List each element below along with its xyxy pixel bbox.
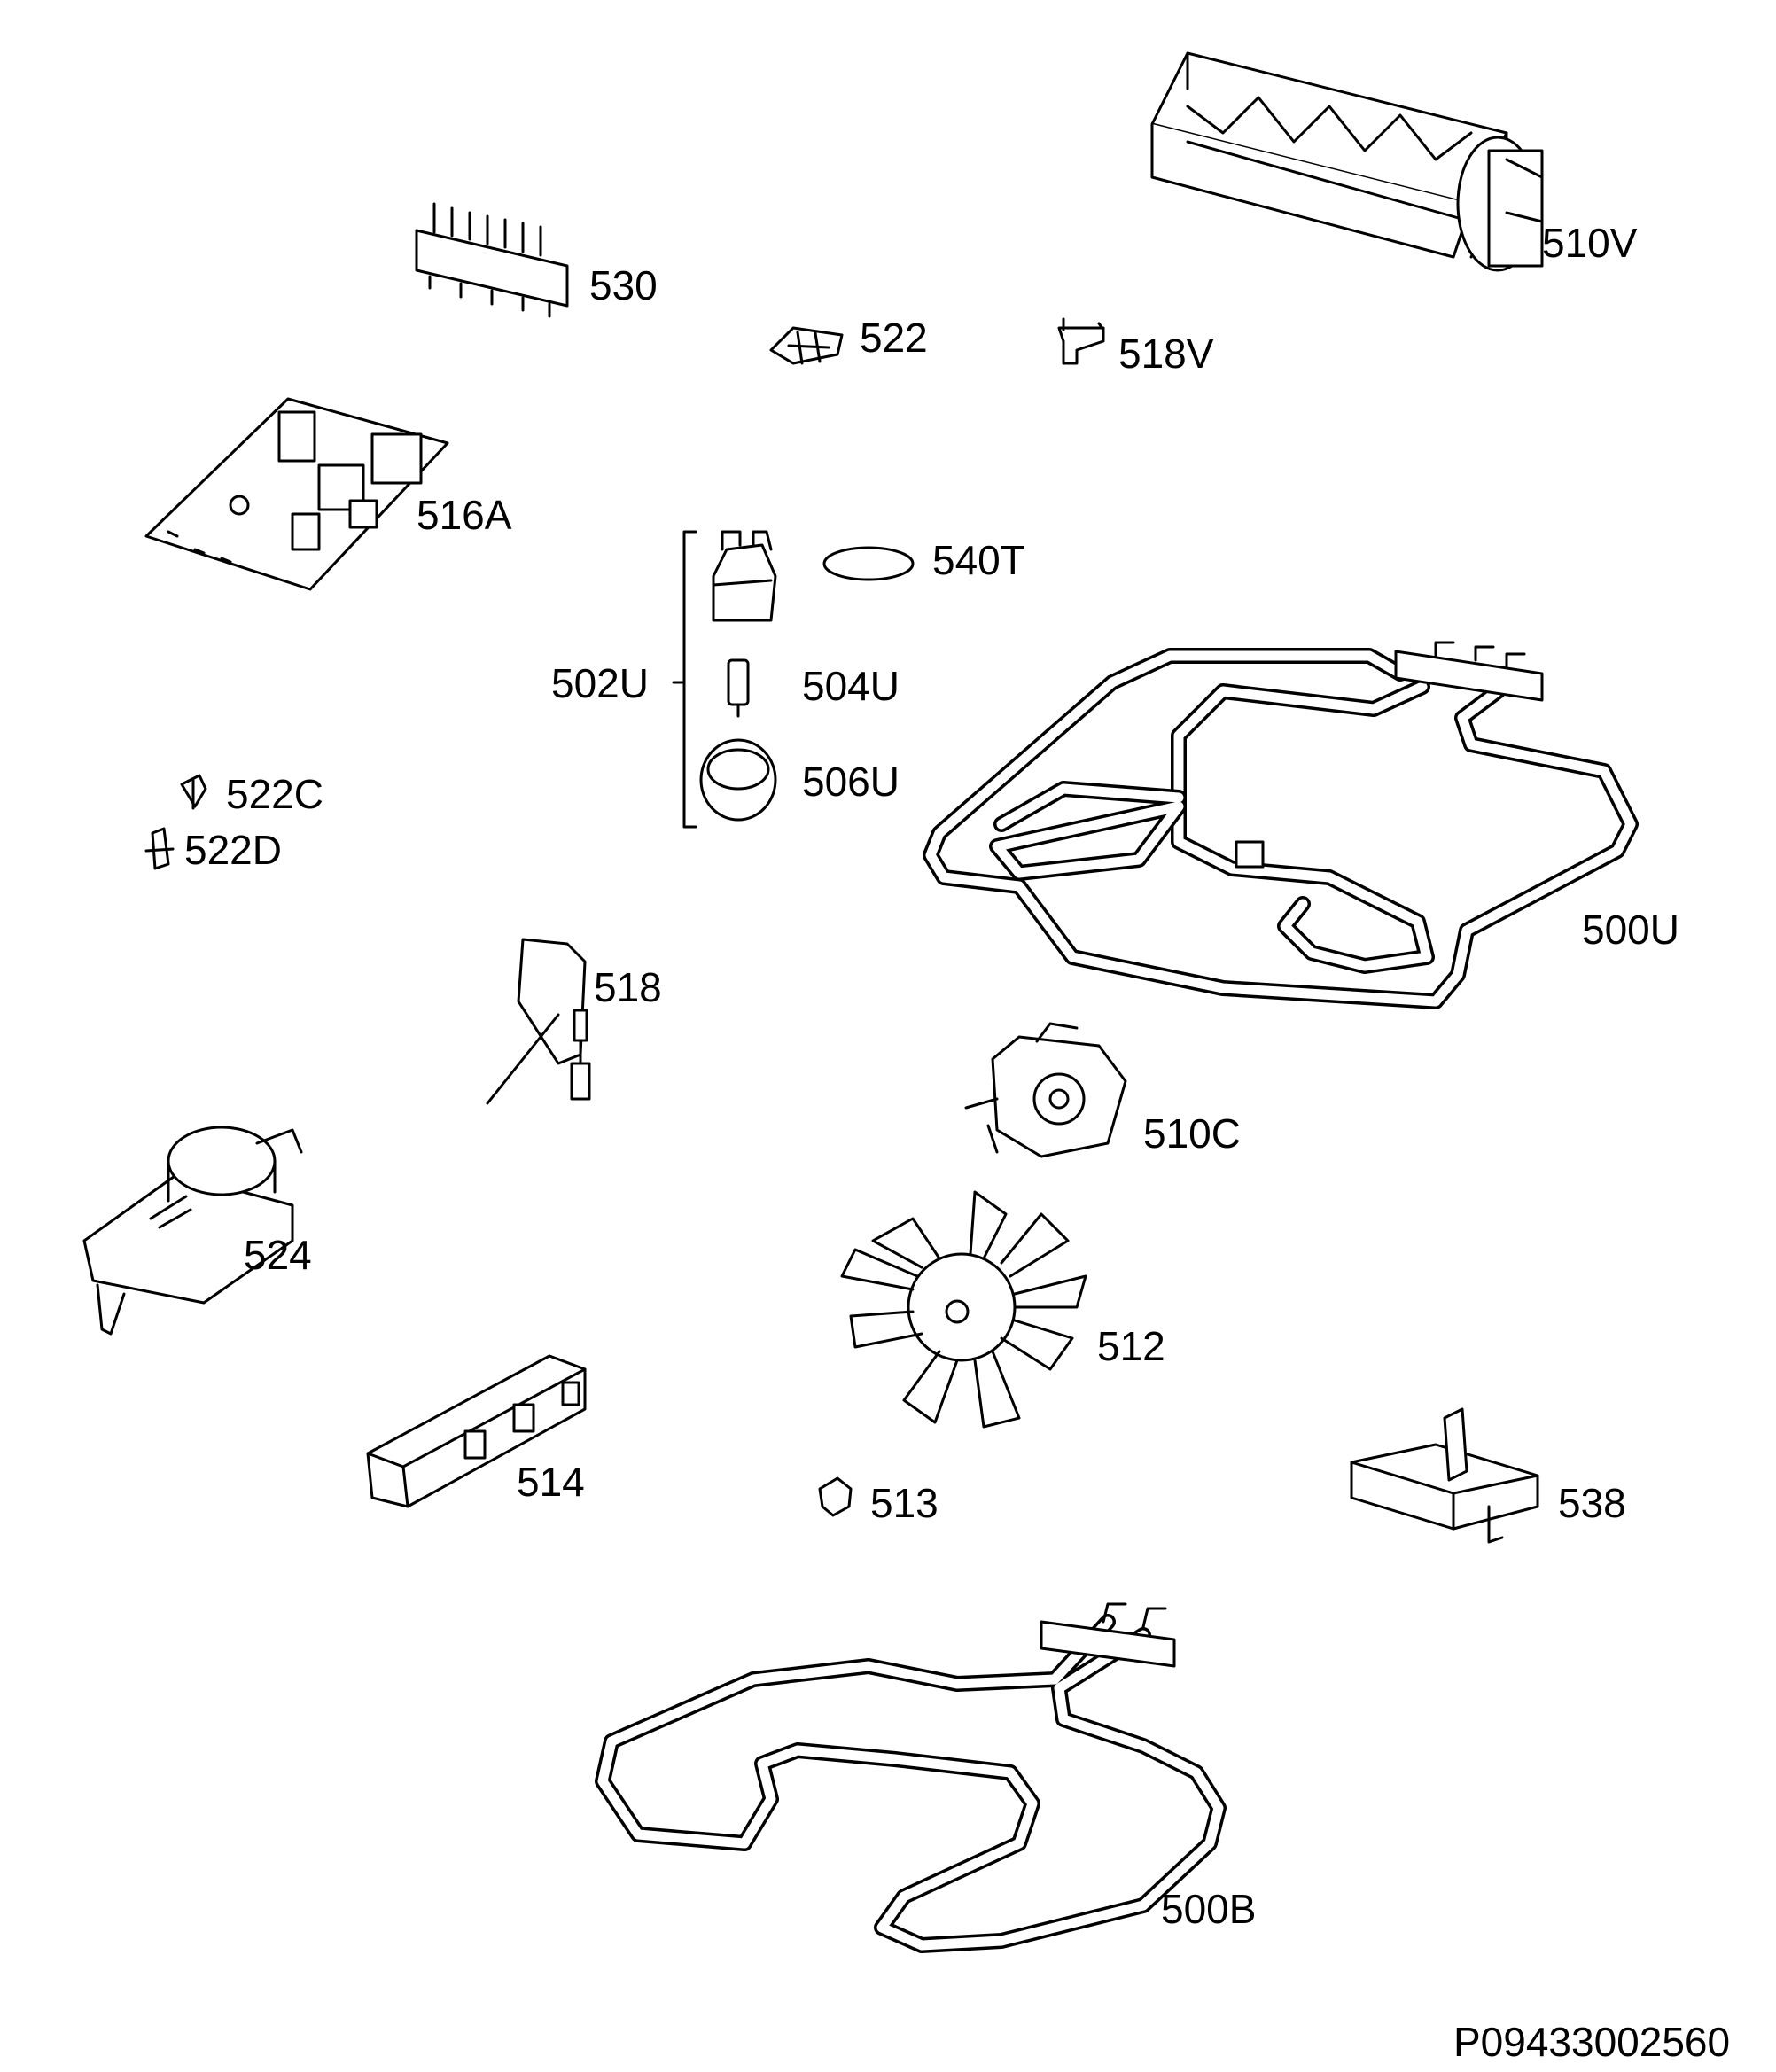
label-512: 512: [1097, 1323, 1165, 1369]
label-522C: 522C: [226, 771, 323, 817]
label-522D: 522D: [184, 827, 282, 873]
part-522C-fastener: [180, 774, 207, 810]
part-518-temp-sensor: [486, 938, 591, 1105]
part-504U-lamp: [727, 658, 750, 718]
part-513-fan-nut: [818, 1476, 853, 1517]
part-518V-clip: [1057, 317, 1105, 365]
part-530-terminal-block: [415, 202, 569, 318]
part-524-door-lock: [82, 1126, 303, 1336]
part-538-bracket: [1350, 1407, 1539, 1544]
part-500B-bottom-element: [595, 1602, 1227, 1953]
label-540T: 540T: [932, 537, 1025, 583]
part-522D-fastener: [144, 827, 175, 870]
label-524: 524: [244, 1232, 312, 1278]
label-516A: 516A: [417, 492, 512, 538]
part-516A-control-board: [144, 397, 449, 591]
label-500B: 500B: [1161, 1886, 1256, 1932]
label-538: 538: [1558, 1480, 1626, 1526]
label-510V: 510V: [1542, 220, 1638, 266]
label-514: 514: [517, 1459, 585, 1505]
part-522-connector: [769, 326, 844, 365]
part-510V-tangential-fan: [1150, 51, 1544, 272]
label-502U: 502U: [551, 660, 649, 706]
label-510C: 510C: [1143, 1110, 1241, 1157]
group-502U-bracket: [672, 530, 697, 829]
label-500U: 500U: [1582, 907, 1679, 953]
label-504U: 504U: [802, 663, 900, 709]
label-513: 513: [870, 1480, 939, 1526]
part-500U-grill-element: [923, 641, 1639, 1009]
part-510C-convection-motor: [964, 1022, 1127, 1158]
part-506U-lamp-cover: [699, 738, 777, 822]
part-512-fan-wheel: [840, 1190, 1087, 1429]
label-506U: 506U: [802, 759, 900, 805]
part-lamp-holder: [712, 530, 777, 622]
part-514-relay-module: [366, 1354, 587, 1508]
label-518V: 518V: [1118, 331, 1214, 377]
label-530: 530: [589, 262, 658, 308]
label-522: 522: [860, 315, 928, 361]
label-518: 518: [594, 964, 662, 1010]
document-number: P09433002560: [1453, 2019, 1730, 2065]
part-540T-gasket: [822, 546, 915, 581]
